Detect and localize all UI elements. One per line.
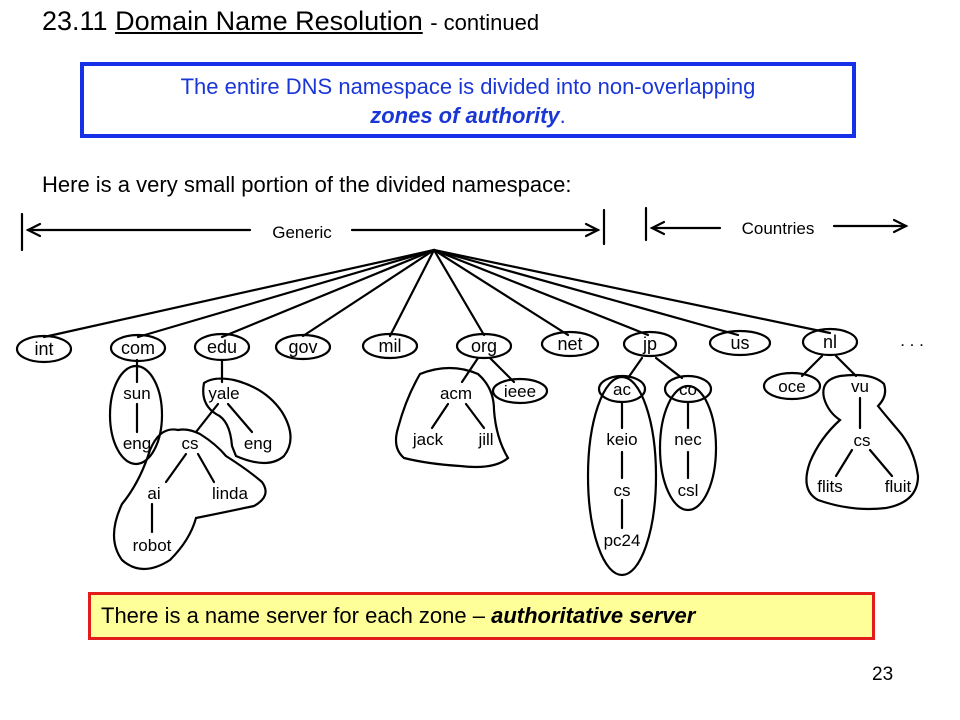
definition-end: .	[559, 103, 566, 128]
subdomain-ellipses	[491, 371, 822, 405]
node-net: net	[557, 334, 582, 354]
node-jill: jill	[477, 430, 493, 449]
node-vu: vu	[851, 377, 869, 396]
page-number: 23	[872, 664, 894, 685]
title-main: Domain Name Resolution	[115, 6, 423, 36]
node-ai: ai	[147, 484, 160, 503]
node-keio-cs: cs	[614, 481, 631, 500]
node-gov: gov	[288, 337, 317, 357]
generic-label: Generic	[272, 223, 332, 242]
node-keio: keio	[606, 430, 637, 449]
node-sun: sun	[123, 384, 150, 403]
node-ieee: ieee	[504, 382, 536, 401]
dns-namespace-diagram: Generic Countries . . . int com edu gov …	[15, 206, 924, 577]
node-us: us	[730, 333, 749, 353]
node-csl: csl	[678, 481, 699, 500]
zone-boundaries	[108, 364, 920, 577]
subdomain-labels: sun eng yale cs eng ai linda robot acm i…	[123, 377, 912, 555]
node-yale: yale	[208, 384, 239, 403]
ellipsis-label: . . .	[900, 331, 924, 350]
node-fluit: fluit	[885, 477, 912, 496]
node-acm: acm	[440, 384, 472, 403]
node-sun-eng: eng	[123, 434, 151, 453]
node-com: com	[121, 338, 155, 358]
node-yale-cs: cs	[182, 434, 199, 453]
node-robot: robot	[133, 536, 172, 555]
node-oce: oce	[778, 377, 805, 396]
node-org: org	[471, 336, 497, 356]
node-nl: nl	[823, 332, 837, 352]
note-text: There is a name server for each zone –	[101, 603, 492, 628]
node-int: int	[34, 339, 53, 359]
node-co: co	[679, 380, 697, 399]
authoritative-server-note: There is a name server for each zone – a…	[88, 592, 875, 640]
definition-box: The entire DNS namespace is divided into…	[80, 62, 856, 138]
node-edu: edu	[207, 337, 237, 357]
countries-label: Countries	[742, 219, 815, 238]
slide-title: 23.11 Domain Name Resolution - continued	[42, 6, 539, 37]
definition-text: The entire DNS namespace is divided into…	[180, 74, 756, 99]
note-emphasis: authoritative server	[491, 603, 696, 628]
node-jp: jp	[642, 334, 657, 354]
top-level-labels: int com edu gov mil org net jp us nl	[34, 332, 837, 359]
node-ac: ac	[613, 380, 631, 399]
countries-range-arrow	[644, 206, 909, 242]
definition-emphasis: zones of authority	[370, 103, 560, 128]
node-vu-cs: cs	[854, 431, 871, 450]
node-pc24: pc24	[604, 531, 641, 550]
tree-links	[135, 354, 894, 534]
node-mil: mil	[379, 336, 402, 356]
diagram-labels: Generic Countries . . . int com edu gov …	[34, 219, 923, 555]
root-links	[42, 248, 832, 339]
intro-text: Here is a very small portion of the divi…	[42, 172, 572, 197]
title-number: 23.11	[42, 6, 108, 36]
top-level-ellipses	[15, 327, 859, 364]
node-flits: flits	[817, 477, 843, 496]
title-subtitle: - continued	[430, 10, 540, 35]
generic-range-arrow	[20, 208, 606, 252]
node-linda: linda	[212, 484, 248, 503]
node-jack: jack	[412, 430, 444, 449]
node-nec: nec	[674, 430, 702, 449]
node-yale-eng: eng	[244, 434, 272, 453]
